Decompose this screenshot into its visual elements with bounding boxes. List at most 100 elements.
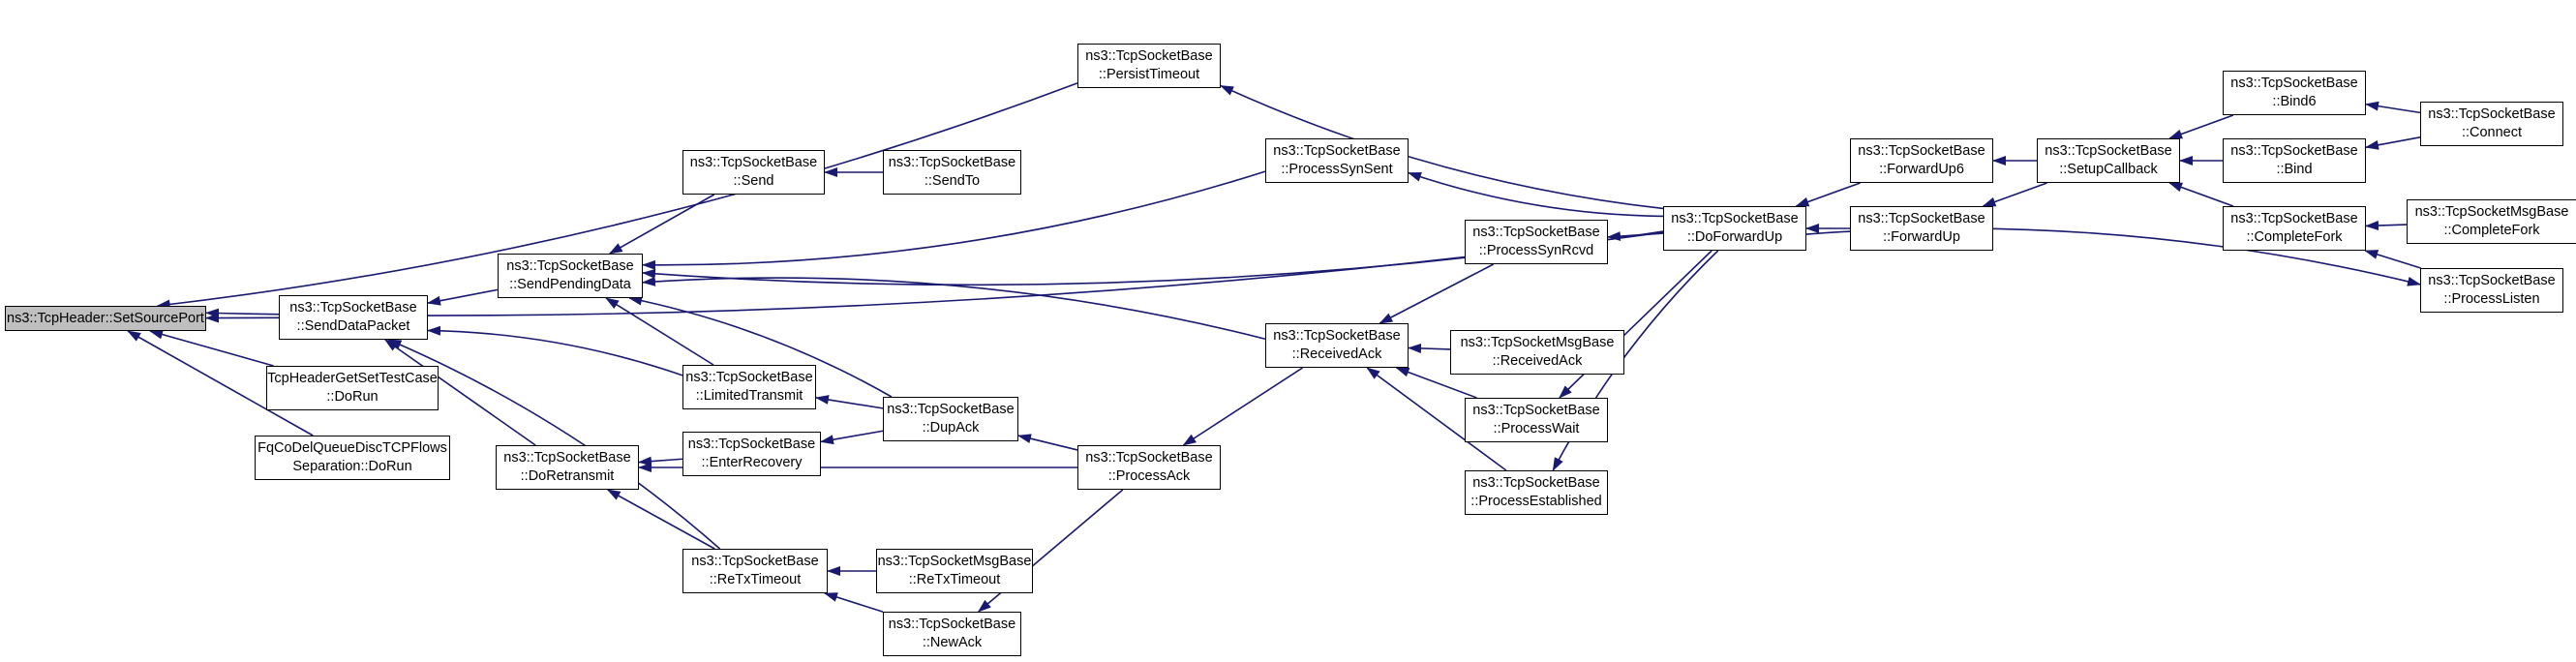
node-processsynsent[interactable]: ns3::TcpSocketBase::ProcessSynSent [1265, 138, 1409, 183]
node-label: ns3::TcpSocketBase [503, 450, 631, 466]
node-sendpendingdata[interactable]: ns3::TcpSocketBase::SendPendingData [498, 254, 643, 298]
node-label: ns3::TcpSocketBase [1472, 225, 1600, 240]
node-label: ::ProcessSynRcvd [1478, 243, 1594, 258]
node-dupack[interactable]: ns3::TcpSocketBase::DupAck [883, 397, 1018, 441]
node-sendto[interactable]: ns3::TcpSocketBase::SendTo [883, 150, 1021, 195]
node-label: ns3::TcpSocketBase [1671, 211, 1799, 226]
node-label: ::ProcessListen [2443, 291, 2540, 307]
node-label: ns3::TcpSocketBase [2230, 143, 2358, 159]
node-label: ::CompleteFork [2443, 223, 2540, 238]
node-label: ::SetupCallback [2059, 162, 2158, 177]
node-label: ::ReTxTimeout [709, 572, 802, 587]
node-forwardup6[interactable]: ns3::TcpSocketBase::ForwardUp6 [1850, 138, 1993, 183]
edge-limitedtransmit-to-senddatapacket [427, 325, 683, 376]
node-completefork[interactable]: ns3::TcpSocketBase::CompleteFork [2223, 206, 2366, 251]
node-label: TcpHeaderGetSetTestCase [267, 371, 438, 386]
node-connect[interactable]: ns3::TcpSocketBase::Connect [2420, 102, 2563, 146]
node-label: ns3::TcpSocketBase [888, 617, 1016, 632]
node-label: ::CompleteFork [2246, 229, 2343, 245]
node-processestablished[interactable]: ns3::TcpSocketBase::ProcessEstablished [1465, 470, 1608, 515]
node-label: ::LimitedTransmit [695, 388, 803, 404]
node-label: ns3::TcpSocketBase [888, 155, 1016, 170]
node-label: ns3::TcpSocketBase [685, 370, 813, 385]
node-label: ns3::TcpSocketBase [1085, 450, 1213, 466]
node-label: ::SendTo [924, 173, 981, 189]
node-label: ns3::TcpSocketBase [689, 155, 818, 170]
node-retxtimeout[interactable]: ns3::TcpSocketBase::ReTxTimeout [682, 549, 828, 593]
node-processack[interactable]: ns3::TcpSocketBase::ProcessAck [1077, 445, 1221, 490]
node-root[interactable]: ns3::TcpHeader::SetSourcePort [5, 306, 206, 331]
node-label: ::PersistTimeout [1098, 67, 1200, 82]
node-label: ns3::TcpSocketBase [1273, 143, 1401, 159]
node-label: ::ReTxTimeout [908, 572, 1001, 587]
edge-connect-to-bind [2365, 135, 2421, 150]
node-label: ns3::TcpSocketBase [2428, 106, 2556, 122]
node-msgreceivedack[interactable]: ns3::TcpSocketMsgBase::ReceivedAck [1450, 330, 1624, 375]
node-enterrecovery[interactable]: ns3::TcpSocketBase::EnterRecovery [682, 432, 821, 476]
edge-tcpheadertest-to-root [149, 329, 274, 367]
edge-setupcallback-to-forwardup [1982, 182, 2047, 207]
edge-retxtimeout-to-doretransmit [606, 489, 715, 550]
node-label: ::ProcessWait [1493, 421, 1580, 436]
node-label: ::ProcessAck [1107, 468, 1191, 484]
node-label: ::DoForwardUp [1686, 229, 1783, 245]
edge-sendpendingdata-to-senddatapacket [427, 288, 499, 306]
node-setupcallback[interactable]: ns3::TcpSocketBase::SetupCallback [2037, 138, 2180, 183]
edge-processsynsent-to-sendpendingdata [642, 170, 1266, 270]
edge-persisttimeout-to-root [156, 82, 1078, 310]
node-label: ns3::TcpSocketBase [2428, 273, 2556, 288]
node-label: ::ReceivedAck [1492, 353, 1583, 369]
edge-doretransmit-to-senddatapacket [383, 339, 536, 446]
node-forwardup[interactable]: ns3::TcpSocketBase::ForwardUp [1850, 206, 1993, 251]
node-label: ::DoRun [326, 389, 379, 405]
node-tcpheadertest[interactable]: TcpHeaderGetSetTestCase::DoRun [266, 366, 439, 410]
node-label: ns3::TcpSocketMsgBase [1460, 335, 1615, 350]
edge-fqcodel-to-root [127, 330, 314, 436]
node-label: ::DupAck [922, 420, 980, 436]
node-doretransmit[interactable]: ns3::TcpSocketBase::DoRetransmit [496, 445, 639, 490]
node-persisttimeout[interactable]: ns3::TcpSocketBase::PersistTimeout [1077, 44, 1221, 88]
node-processwait[interactable]: ns3::TcpSocketBase::ProcessWait [1465, 398, 1608, 442]
edge-doforwardup-to-processwait [1559, 250, 1712, 399]
node-senddatapacket[interactable]: ns3::TcpSocketBase::SendDataPacket [279, 295, 428, 340]
edge-doforwardup-to-processsynsent [1408, 171, 1664, 218]
edge-retxtimeout-to-senddatapacket [387, 339, 721, 550]
node-label: FqCoDelQueueDiscTCPFlows [258, 440, 447, 456]
node-doforwardup[interactable]: ns3::TcpSocketBase::DoForwardUp [1663, 206, 1806, 251]
node-label: ::DoRetransmit [520, 468, 615, 484]
node-label: ::NewAck [922, 635, 983, 650]
node-msgcompletefork[interactable]: ns3::TcpSocketMsgBase::CompleteFork [2407, 199, 2576, 244]
edge-connect-to-bind6 [2365, 101, 2421, 114]
edge-doforwardup-to-persisttimeout [1220, 84, 1664, 210]
node-msgretx[interactable]: ns3::TcpSocketMsgBase::ReTxTimeout [876, 549, 1033, 593]
node-label: ns3::TcpSocketBase [1085, 48, 1213, 64]
node-label: ::ForwardUp [1883, 229, 1960, 245]
edge-forwardup6-to-doforwardup [1795, 182, 1861, 207]
node-label: ::SendPendingData [509, 277, 631, 292]
node-send[interactable]: ns3::TcpSocketBase::Send [682, 150, 825, 195]
node-label: ::ProcessEstablished [1470, 494, 1602, 509]
node-bind[interactable]: ns3::TcpSocketBase::Bind [2223, 138, 2366, 183]
edge-limitedtransmit-to-sendpendingdata [605, 297, 714, 366]
node-processsynrcvd[interactable]: ns3::TcpSocketBase::ProcessSynRcvd [1465, 220, 1608, 264]
edge-bind6-to-setupcallback [2168, 114, 2234, 139]
node-label: ns3::TcpSocketBase [2045, 143, 2172, 159]
node-label: ns3::TcpSocketMsgBase [2414, 204, 2569, 220]
node-receivedack[interactable]: ns3::TcpSocketBase::ReceivedAck [1265, 323, 1409, 368]
node-bind6[interactable]: ns3::TcpSocketBase::Bind6 [2223, 71, 2366, 115]
edge-processsynrcvd-to-receivedack [1379, 263, 1495, 324]
node-label: ns3::TcpSocketBase [2230, 75, 2358, 91]
edge-dupack-to-sendpendingdata [628, 295, 893, 398]
node-label: ns3::TcpSocketBase [2230, 211, 2358, 226]
node-label: ::ReceivedAck [1291, 346, 1382, 362]
node-newack[interactable]: ns3::TcpSocketBase::NewAck [883, 612, 1021, 656]
node-processlisten[interactable]: ns3::TcpSocketBase::ProcessListen [2420, 268, 2563, 313]
edge-processestablished-to-receivedack [1366, 367, 1507, 471]
node-label: Separation::DoRun [292, 459, 412, 474]
node-label: ::EnterRecovery [701, 455, 803, 470]
node-label: ns3::TcpSocketBase [1472, 475, 1600, 491]
node-limitedtransmit[interactable]: ns3::TcpSocketBase::LimitedTransmit [682, 365, 816, 409]
